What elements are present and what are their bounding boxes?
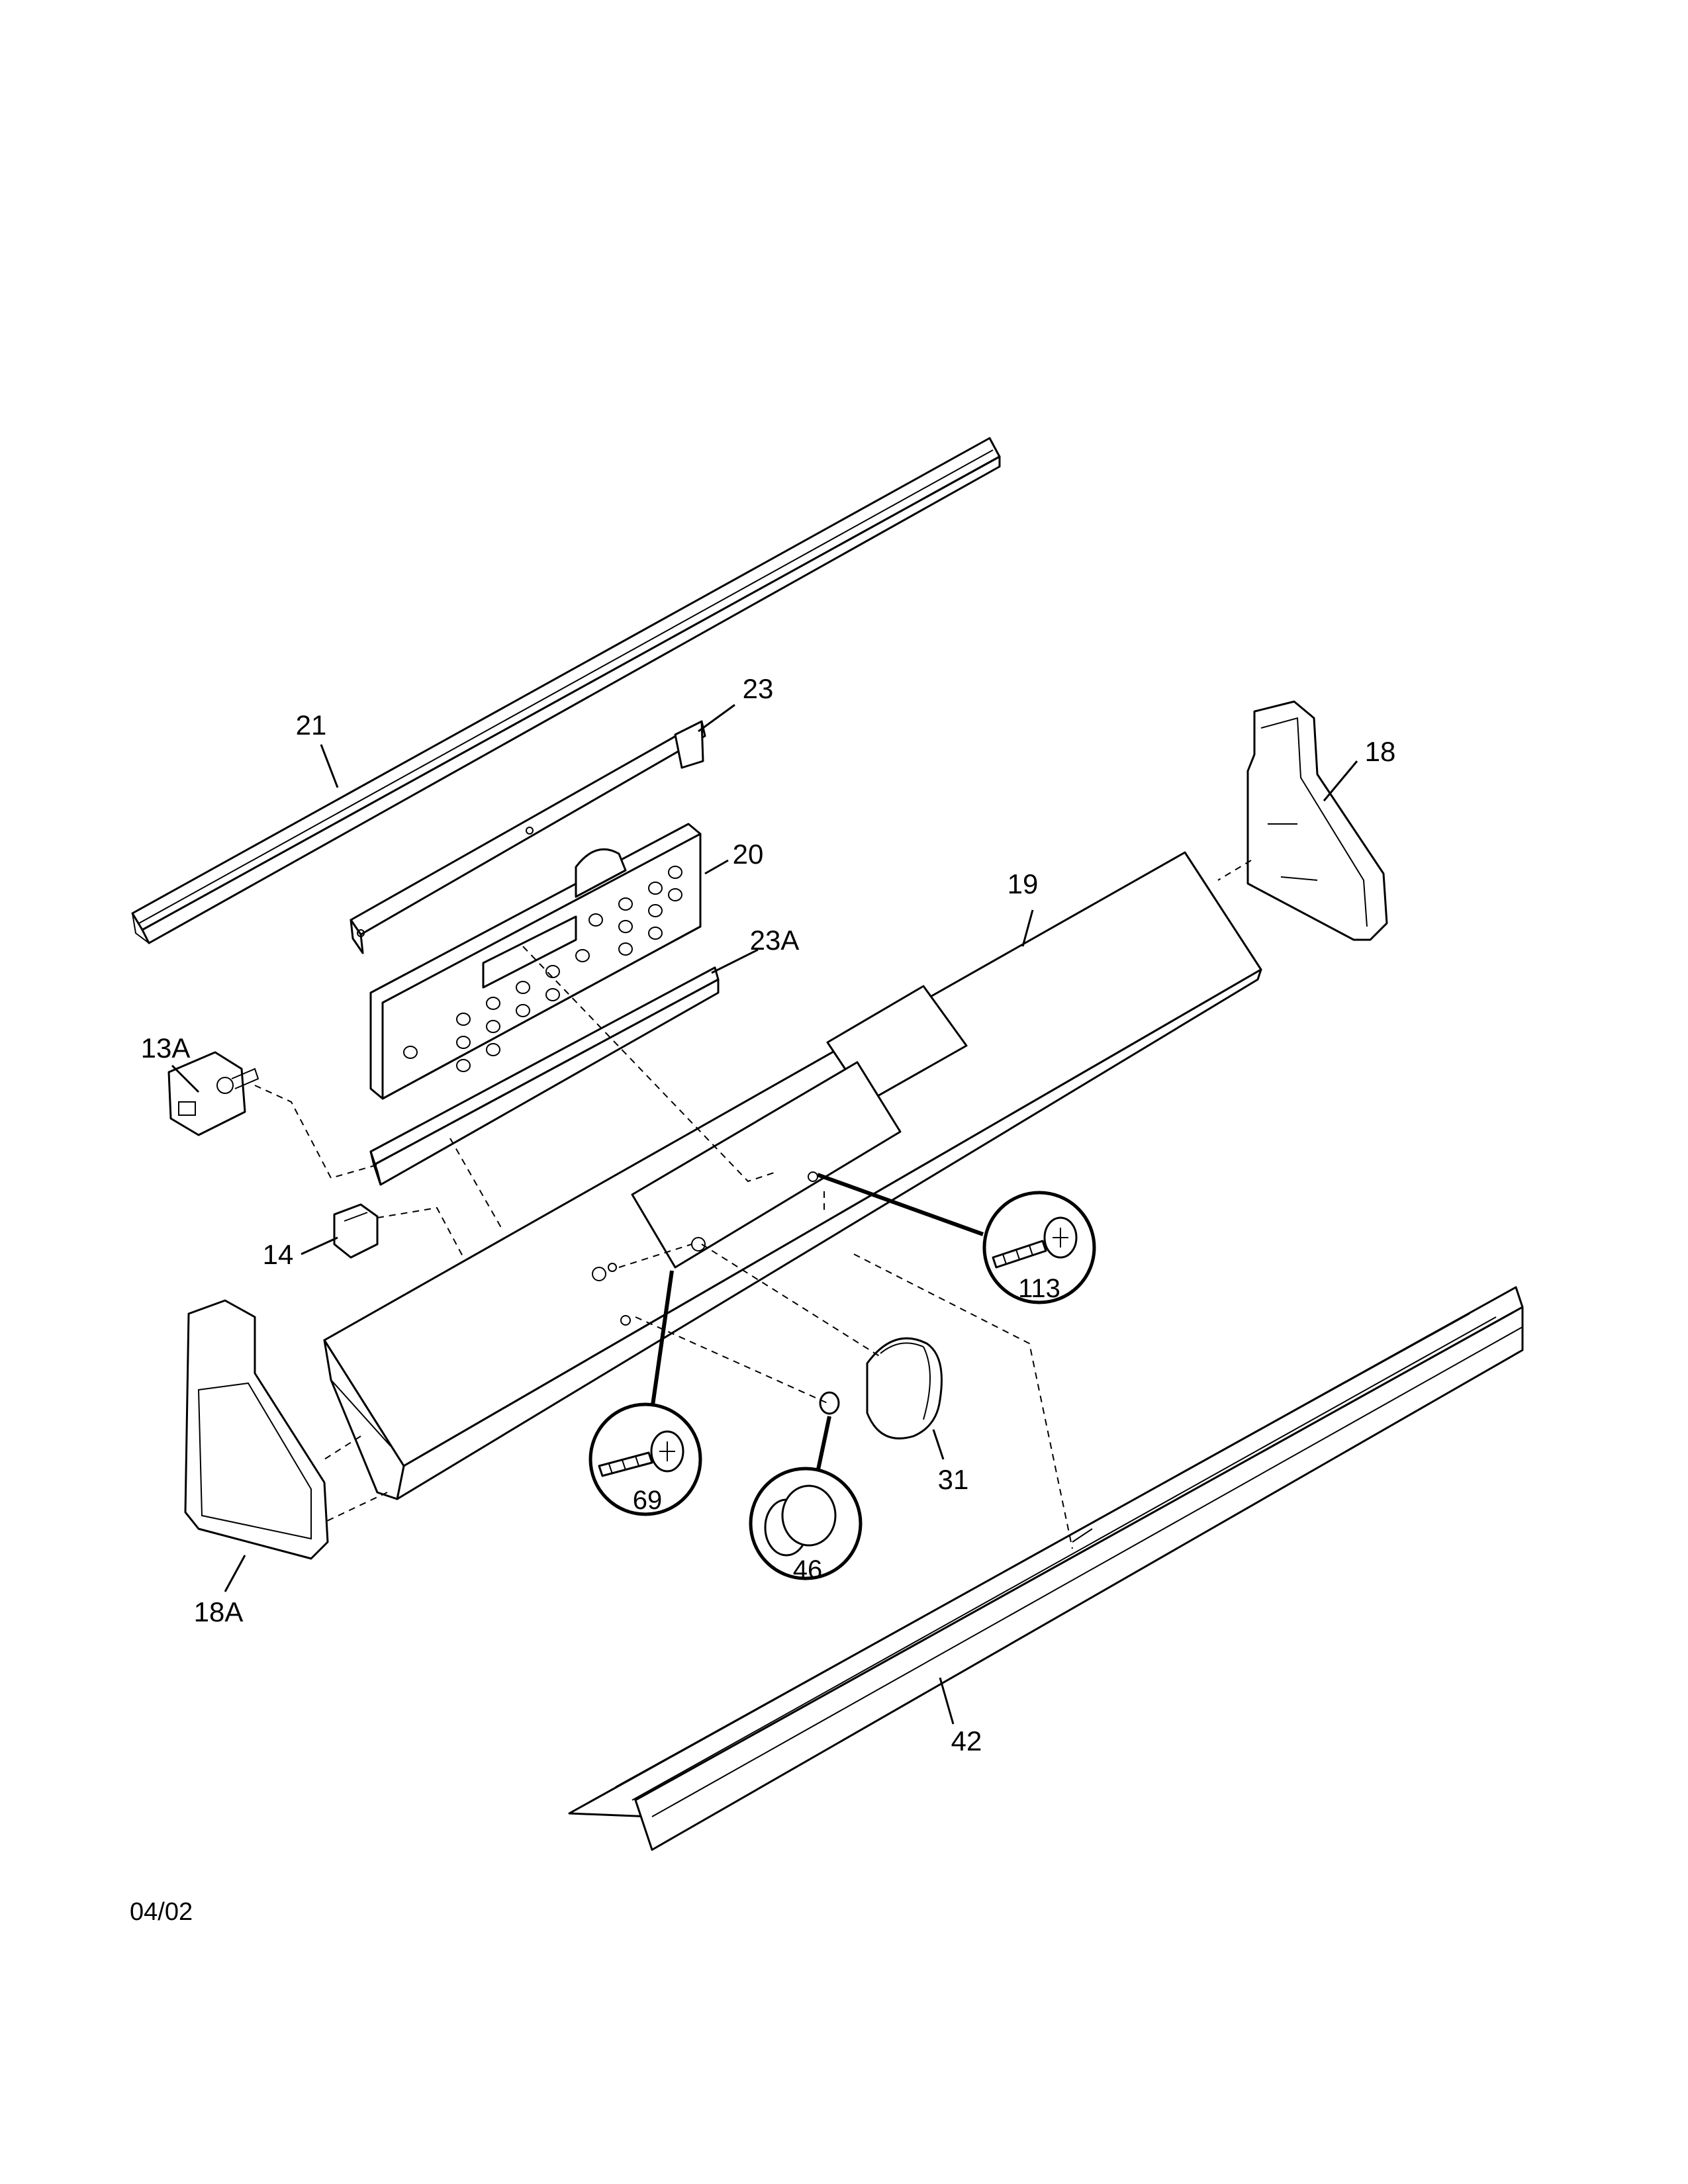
callout-18: 18	[1365, 736, 1396, 767]
callout-69: 69	[633, 1486, 663, 1515]
part-23A-lower-bracket[interactable]	[369, 966, 720, 1186]
callout-23: 23	[743, 673, 774, 704]
part-18-right-end-cap[interactable]	[1246, 700, 1388, 941]
screw-113-icon	[992, 1216, 1078, 1269]
control-board-keypad	[403, 866, 682, 1072]
part-23-upper-bracket[interactable]	[350, 720, 706, 954]
callout-46: 46	[793, 1555, 823, 1584]
callout-31: 31	[938, 1464, 969, 1495]
callout-113: 113	[1018, 1274, 1060, 1303]
leader-lines	[171, 704, 1358, 1725]
callout-labels: 21 23 18 20 19 23A 13A 14 31 18A 42	[141, 673, 1396, 1756]
part-14-light-switch[interactable]	[333, 1203, 379, 1259]
screw-69-icon	[598, 1430, 684, 1477]
callout-21: 21	[296, 709, 327, 741]
part-20-control-board[interactable]	[369, 823, 702, 1100]
callout-42: 42	[951, 1725, 982, 1756]
part-13A-switch[interactable]	[167, 1051, 259, 1136]
callout-19: 19	[1008, 868, 1039, 899]
part-18A-left-end-cap[interactable]	[184, 1299, 329, 1560]
callout-13A: 13A	[141, 1032, 191, 1064]
assembly-dashed-lines	[254, 860, 1252, 1549]
hardware-small-fasteners	[592, 1171, 840, 1415]
knob-cap-46-icon	[764, 1484, 837, 1557]
part-31-control-knob[interactable]	[866, 1337, 943, 1439]
part-21-top-trim[interactable]	[131, 437, 1001, 944]
callout-14: 14	[263, 1239, 294, 1270]
callout-20: 20	[733, 839, 764, 870]
part-19-control-panel[interactable]	[323, 851, 1262, 1500]
detail-bubble-113[interactable]: 113	[816, 1173, 1096, 1304]
detail-bubble-46[interactable]: 46	[749, 1416, 863, 1584]
part-42-bottom-trim[interactable]	[568, 1286, 1524, 1851]
callout-23A: 23A	[750, 925, 800, 956]
detail-bubble-69[interactable]: 69	[588, 1270, 702, 1516]
callout-18A: 18A	[194, 1596, 244, 1627]
date-code: 04/02	[130, 1898, 193, 1926]
